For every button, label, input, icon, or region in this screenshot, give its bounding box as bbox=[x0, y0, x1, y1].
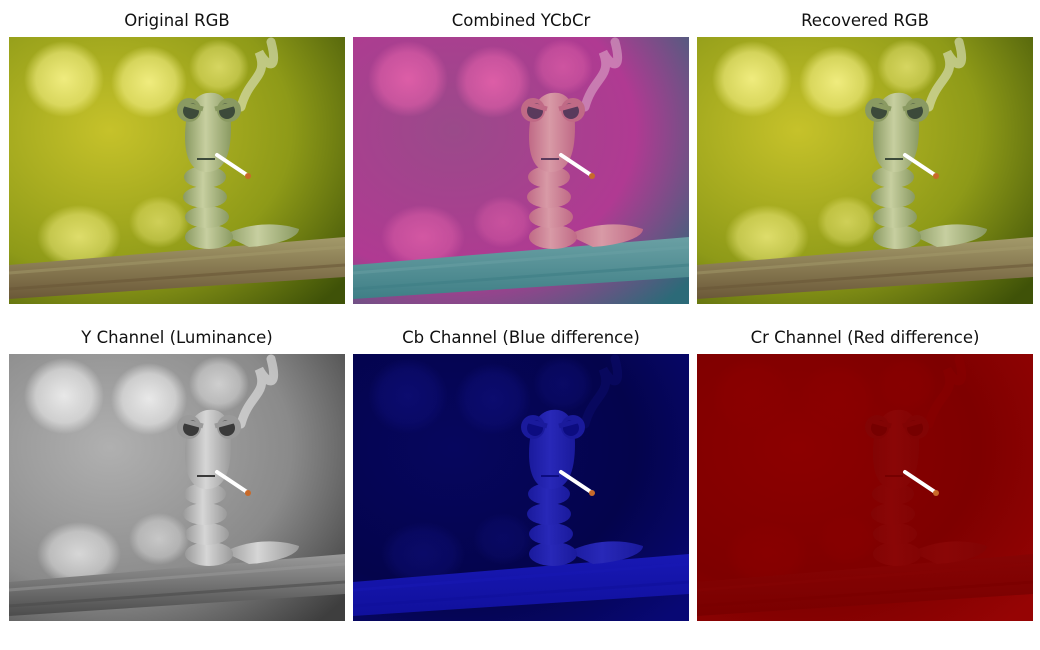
original-rgb-image bbox=[9, 37, 345, 304]
cr-channel-image bbox=[697, 354, 1033, 621]
panel-title: Combined YCbCr bbox=[451, 11, 591, 30]
panel-title: Cb Channel (Blue difference) bbox=[402, 328, 640, 347]
panel-title: Cr Channel (Red difference) bbox=[750, 328, 980, 347]
cb-channel-image bbox=[353, 354, 689, 621]
combined-ycbcr-image bbox=[353, 37, 689, 304]
panel-title: Recovered RGB bbox=[801, 11, 929, 30]
y-channel-image bbox=[9, 354, 345, 621]
panel-title: Original RGB bbox=[124, 11, 230, 30]
panel-title: Y Channel (Luminance) bbox=[81, 328, 273, 347]
recovered-rgb-image bbox=[697, 37, 1033, 304]
